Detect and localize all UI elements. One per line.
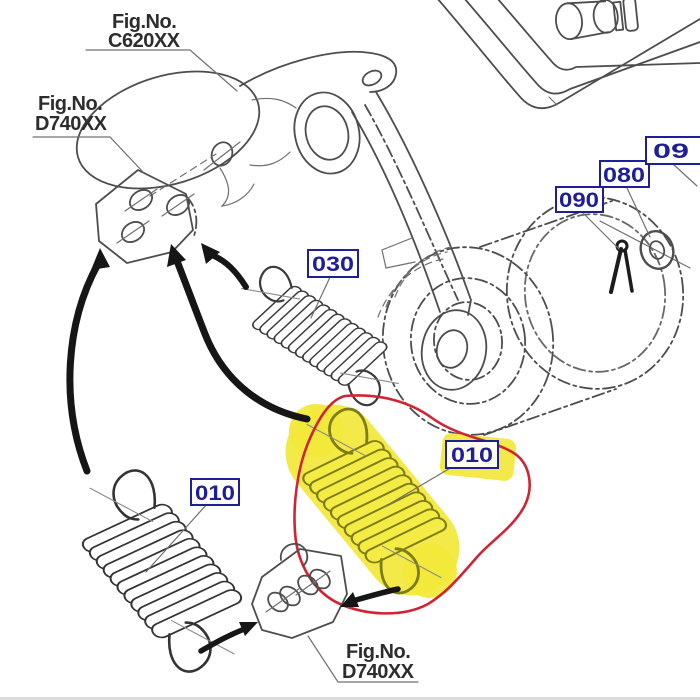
- mount-bracket-top: [95, 169, 198, 264]
- leader-090: [580, 210, 620, 250]
- arm-pivot-ring: [293, 91, 361, 175]
- arrow-left-spring-to-lower-bracket: [198, 622, 258, 654]
- red-highlight-outline: [293, 394, 531, 615]
- figref-c620xx-line1: Fig.No.: [112, 11, 176, 33]
- leader-09: [672, 163, 698, 187]
- callout-010-left-label: 010: [195, 482, 235, 505]
- leader-d740xx-top: [32, 136, 144, 173]
- figref-d740xx-top-line1: Fig.No.: [38, 93, 102, 115]
- figref-c620xx-line2: C620XX: [108, 30, 181, 52]
- mount-bracket-bottom: [251, 543, 348, 639]
- arm-ear-hole: [361, 69, 383, 87]
- callout-09-partial[interactable]: 09: [645, 136, 700, 165]
- callout-090[interactable]: 090: [555, 186, 604, 213]
- leader-lines: [32, 49, 698, 683]
- leader-080: [626, 187, 651, 238]
- cotter-pin: [609, 239, 634, 294]
- idler-pulley: [377, 196, 685, 436]
- spring-010-left: [81, 469, 243, 673]
- figref-d740xx-bottom-line1: Fig.No.: [346, 641, 410, 663]
- leader-010-left: [145, 503, 208, 573]
- figref-d740xx-bottom-line2: D740XX: [342, 661, 415, 683]
- tensioner-arm: [75, 50, 488, 391]
- figref-c620xx[interactable]: Fig.No. C620XX: [108, 11, 181, 52]
- image-bottom-border: [0, 697, 700, 700]
- arrow-selected-spring-to-bracket: [167, 244, 311, 423]
- arm-small-hole: [210, 141, 234, 167]
- figref-d740xx-bottom[interactable]: Fig.No. D740XX: [342, 641, 415, 683]
- callout-030-label: 030: [312, 253, 354, 276]
- callout-010-selected-label: 010: [451, 444, 493, 467]
- arrow-selected-spring-to-lower-bracket: [340, 586, 401, 607]
- leader-030: [310, 274, 332, 319]
- leader-d740xx-bottom: [307, 635, 419, 683]
- arrow-left-spring-to-bracket: [66, 248, 110, 475]
- arrow-spring030-to-bracket: [201, 243, 249, 290]
- callout-080[interactable]: 080: [599, 160, 650, 188]
- arm-foot: [420, 309, 488, 391]
- assembly-centerline: [149, 153, 217, 197]
- spring-030: [241, 265, 399, 407]
- callout-010-selected[interactable]: 010: [445, 440, 499, 469]
- arm-foot-hole: [435, 329, 469, 369]
- leader-c620xx: [85, 49, 238, 92]
- callout-030[interactable]: 030: [307, 249, 359, 278]
- spring-010-highlighted: [302, 407, 448, 595]
- callout-010-left[interactable]: 010: [190, 478, 240, 506]
- engine-cover: [437, 0, 700, 110]
- washer: [599, 220, 691, 270]
- callout-080-label: 080: [603, 164, 645, 187]
- callout-090-label: 090: [559, 189, 599, 212]
- figref-d740xx-top-line2: D740XX: [35, 113, 108, 135]
- figref-d740xx-top[interactable]: Fig.No. D740XX: [35, 93, 108, 135]
- cover-bolt-icon: [555, 0, 639, 41]
- assembly-arrows: [66, 243, 401, 654]
- leader-010-selected: [385, 466, 453, 507]
- callout-09-partial-label: 09: [653, 140, 689, 163]
